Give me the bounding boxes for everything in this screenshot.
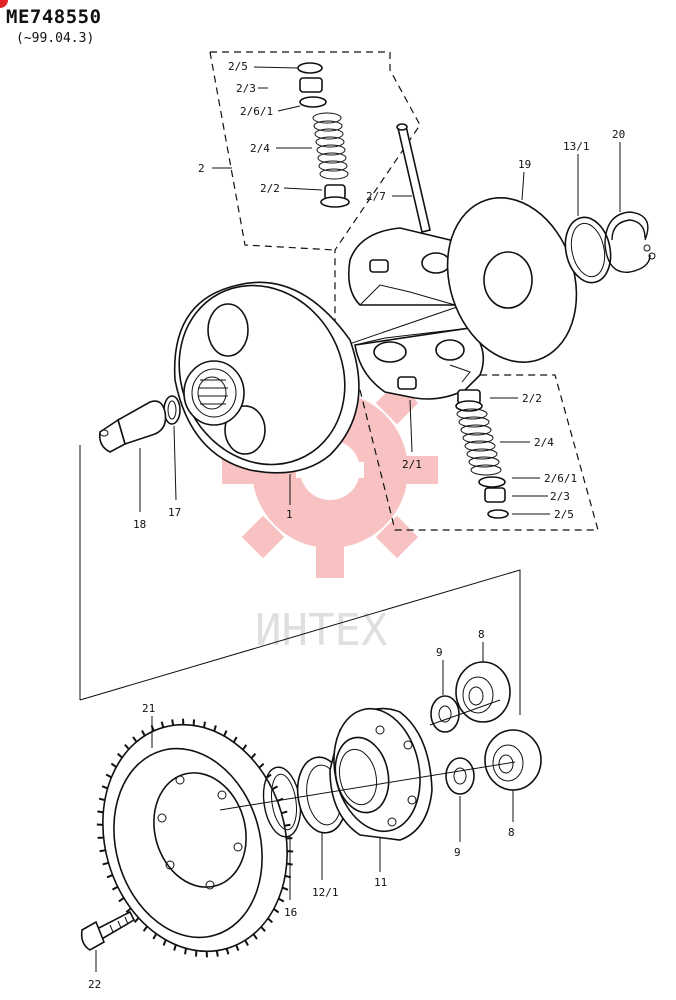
callout-2-7: 2/7 <box>366 190 386 203</box>
callout-8-upper: 8 <box>478 628 485 641</box>
callout-labels: 2/5 2/3 2/6/1 2/4 2 2/2 2/7 19 13/1 20 2… <box>88 60 625 991</box>
callout-22: 22 <box>88 978 101 991</box>
callout-17: 17 <box>168 506 181 519</box>
o-ring-17 <box>163 395 181 425</box>
upper-group-boundary <box>210 51 421 331</box>
callout-2-1: 2/1 <box>402 458 422 471</box>
carrier-11 <box>329 707 433 841</box>
watermark-text: ИНТЕХ <box>255 605 388 656</box>
callout-19: 19 <box>518 158 531 171</box>
callout-2-6-1-upper: 2/6/1 <box>240 105 273 118</box>
bearing-8-lower <box>484 729 542 791</box>
housing-1 <box>173 281 360 474</box>
callout-13-1: 13/1 <box>563 140 590 153</box>
plug-18 <box>98 400 167 453</box>
part-number-title: ME748550 <box>6 6 102 28</box>
callout-2-3-upper: 2/3 <box>236 82 256 95</box>
callout-2-2-lower: 2/2 <box>522 392 542 405</box>
case-half-lower <box>354 327 485 400</box>
ring-13-1 <box>564 216 612 284</box>
thrust-disc-19 <box>446 197 578 363</box>
callout-21: 21 <box>142 702 155 715</box>
callout-1: 1 <box>286 508 293 521</box>
date-range-label: (~99.04.3) <box>16 31 95 46</box>
corner-badge <box>0 0 8 8</box>
gear-21 <box>96 718 294 958</box>
callout-8-lower: 8 <box>508 826 515 839</box>
gear-9-upper <box>430 695 460 733</box>
callout-2-2-upper: 2/2 <box>260 182 280 195</box>
callout-18: 18 <box>133 518 146 531</box>
bolt-22 <box>80 910 136 951</box>
lower-group-boundary <box>359 374 599 531</box>
case-half-upper <box>347 227 467 306</box>
callout-9-lower: 9 <box>454 846 461 859</box>
callout-2-6-1-lower: 2/6/1 <box>544 472 577 485</box>
snap-ring-20 <box>604 211 656 273</box>
lower-spring-assembly <box>455 389 509 519</box>
callout-2: 2 <box>198 162 205 175</box>
callout-2-3-lower: 2/3 <box>550 490 570 503</box>
leader-lines <box>95 66 621 972</box>
rod-2-7 <box>396 123 431 233</box>
callout-2-5-upper: 2/5 <box>228 60 248 73</box>
gear-9-lower <box>445 757 475 795</box>
callout-9-upper: 9 <box>436 646 443 659</box>
callout-2-4-upper: 2/4 <box>250 142 270 155</box>
callout-2-4-lower: 2/4 <box>534 436 554 449</box>
upper-spring-assembly <box>297 62 350 208</box>
callout-16: 16 <box>284 906 297 919</box>
callout-2-5-lower: 2/5 <box>554 508 574 521</box>
callout-20: 20 <box>612 128 625 141</box>
callout-11: 11 <box>374 876 387 889</box>
callout-12-1: 12/1 <box>312 886 339 899</box>
